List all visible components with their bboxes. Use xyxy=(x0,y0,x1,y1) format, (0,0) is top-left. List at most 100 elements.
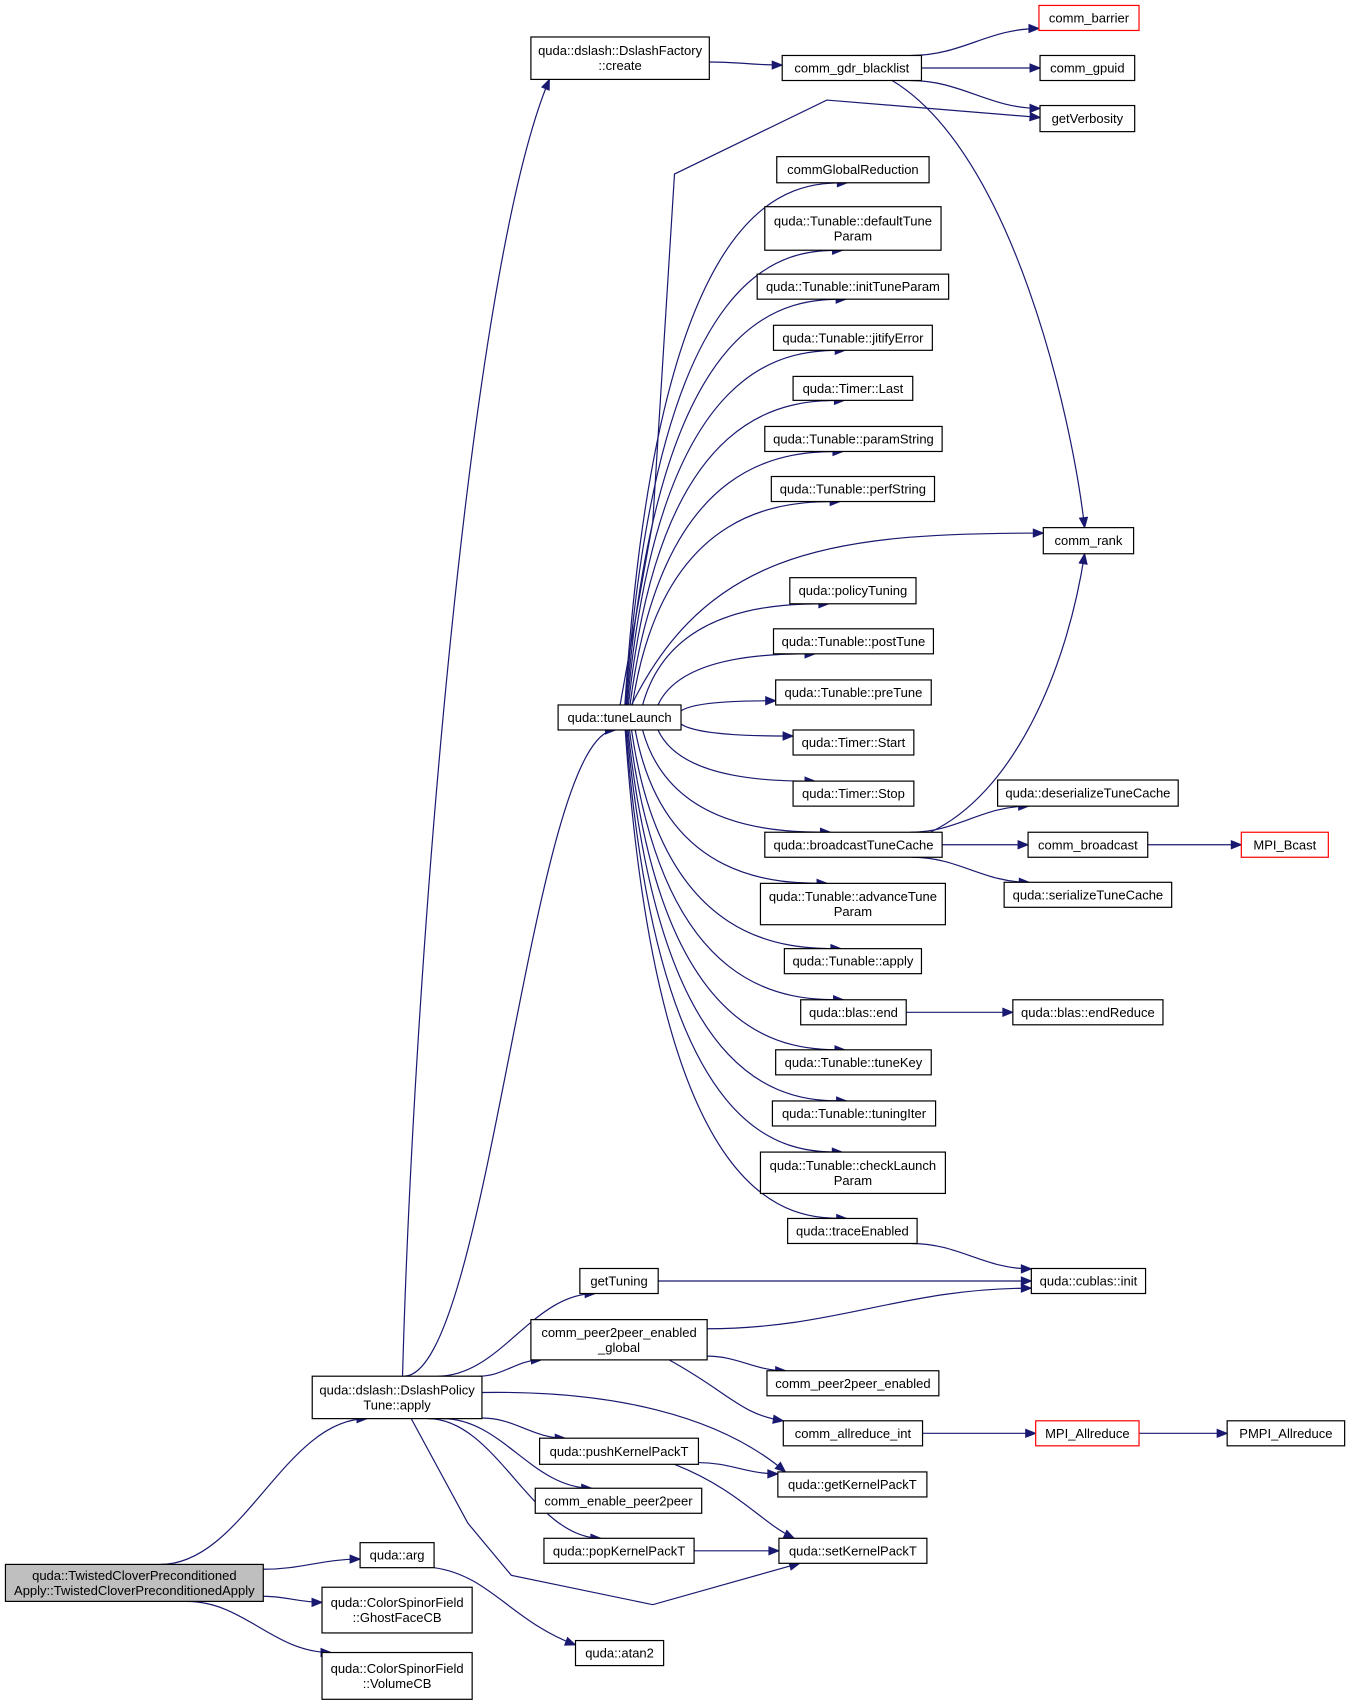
node-paramstring[interactable]: quda::Tunable::paramString xyxy=(764,425,943,453)
edge-tunelaunch-to-timer_start xyxy=(680,723,795,741)
node-comm-barrier[interactable]: comm_barrier xyxy=(1038,4,1140,32)
node-label: comm_gdr_blacklist xyxy=(794,60,909,75)
node-serialize[interactable]: quda::serializeTuneCache xyxy=(1003,881,1173,908)
node-label: quda::pushKernelPackT xyxy=(550,1444,689,1459)
edge-line xyxy=(891,79,1086,528)
node-pushkernel[interactable]: quda::pushKernelPackT xyxy=(538,1437,700,1465)
node-deserialize[interactable]: quda::deserializeTuneCache xyxy=(997,779,1179,807)
edge-line xyxy=(709,61,783,66)
node-getverbosity[interactable]: getVerbosity xyxy=(1039,104,1136,133)
call-nodes: quda::TwistedCloverPreconditionedApply::… xyxy=(4,4,1346,1700)
node-blas-end[interactable]: quda::blas::end xyxy=(800,999,907,1026)
node-perfstring[interactable]: quda::Tunable::perfString xyxy=(770,475,936,503)
node-timer-last[interactable]: quda::Timer::Last xyxy=(792,375,914,401)
node-box xyxy=(1039,104,1136,133)
edge-tunelaunch-to-timer_stop xyxy=(657,729,817,786)
node-label: comm_peer2peer_enabled xyxy=(541,1325,696,1340)
node-label: PMPI_Allreduce xyxy=(1239,1426,1332,1441)
node-label: MPI_Allreduce xyxy=(1045,1426,1130,1441)
edge-line xyxy=(680,700,776,712)
node-tuningiter[interactable]: quda::Tunable::tuningIter xyxy=(771,1100,937,1127)
node-label: Tune::apply xyxy=(363,1397,431,1412)
node-label: quda::Tunable::tuningIter xyxy=(782,1106,927,1121)
node-p2p-global[interactable]: comm_peer2peer_enabled_global xyxy=(530,1319,708,1361)
node-setkernelpack[interactable]: quda::setKernelPackT xyxy=(778,1537,928,1564)
node-box xyxy=(1039,54,1136,82)
node-box xyxy=(1042,527,1135,555)
arrowhead xyxy=(564,1636,577,1646)
node-tunekey[interactable]: quda::Tunable::tuneKey xyxy=(775,1049,932,1076)
node-comm-broadcast[interactable]: comm_broadcast xyxy=(1027,831,1149,858)
node-traceenabled[interactable]: quda::traceEnabled xyxy=(787,1217,918,1245)
node-factory-create[interactable]: quda::dslash::DslashFactory::create xyxy=(530,36,710,81)
node-commglobalreduction[interactable]: commGlobalReduction xyxy=(776,156,930,184)
edge-gettuning-to-cublas_init xyxy=(658,1276,1033,1286)
node-ghostface[interactable]: quda::ColorSpinorField::GhostFaceCB xyxy=(321,1586,473,1634)
node-atan2[interactable]: quda::atan2 xyxy=(574,1639,665,1667)
node-label: quda::atan2 xyxy=(585,1646,654,1661)
edge-root-to-ghostface xyxy=(263,1595,324,1608)
edge-line xyxy=(910,805,1029,833)
node-mpi-allreduce[interactable]: MPI_Allreduce xyxy=(1035,1420,1140,1447)
node-pretune[interactable]: quda::Tunable::preTune xyxy=(775,679,932,706)
node-timer-stop[interactable]: quda::Timer::Stop xyxy=(792,780,915,807)
node-tunelaunch[interactable]: quda::tuneLaunch xyxy=(557,704,682,731)
arrowhead xyxy=(782,1529,796,1539)
node-cublas-init[interactable]: quda::cublas::init xyxy=(1030,1267,1147,1295)
node-tunable-apply[interactable]: quda::Tunable::apply xyxy=(783,948,923,975)
node-box xyxy=(759,882,946,926)
node-mpi-bcast[interactable]: MPI_Bcast xyxy=(1240,831,1329,858)
arrowhead xyxy=(765,696,778,706)
node-broadcast[interactable]: quda::broadcastTuneCache xyxy=(764,831,943,858)
node-label: ::VolumeCB xyxy=(363,1676,432,1691)
node-label: quda::deserializeTuneCache xyxy=(1005,786,1170,801)
edge-popkernel-to-setkernelpack xyxy=(694,1546,781,1556)
node-gdr-blacklist[interactable]: comm_gdr_blacklist xyxy=(781,54,923,82)
node-box xyxy=(1240,831,1329,858)
node-gettuning[interactable]: getTuning xyxy=(579,1267,659,1295)
node-box xyxy=(756,273,950,300)
node-label: quda::tuneLaunch xyxy=(568,710,672,725)
node-enable-p2p[interactable]: comm_enable_peer2peer xyxy=(534,1487,703,1514)
node-label: comm_allreduce_int xyxy=(795,1426,912,1441)
node-label: quda::serializeTuneCache xyxy=(1013,887,1164,902)
edge-line xyxy=(625,298,847,706)
node-volumecb[interactable]: quda::ColorSpinorField::VolumeCB xyxy=(321,1651,473,1700)
node-posttune[interactable]: quda::Tunable::postTune xyxy=(772,628,935,655)
node-box xyxy=(557,704,682,731)
node-comm-rank[interactable]: comm_rank xyxy=(1042,527,1135,555)
node-popkernel[interactable]: quda::popKernelPackT xyxy=(543,1537,695,1564)
node-jitify[interactable]: quda::Tunable::jitifyError xyxy=(772,324,933,351)
node-box xyxy=(800,999,907,1026)
edge-p2p_global-to-allreduce_int xyxy=(668,1359,785,1424)
node-box xyxy=(1027,831,1149,858)
node-policytuning[interactable]: quda::policyTuning xyxy=(789,577,917,605)
node-root[interactable]: quda::TwistedCloverPreconditionedApply::… xyxy=(4,1563,264,1602)
node-endreduce[interactable]: quda::blas::endReduce xyxy=(1012,999,1164,1026)
node-label: quda::Tunable::paramString xyxy=(773,431,934,446)
node-p2p-enabled[interactable]: comm_peer2peer_enabled xyxy=(766,1370,940,1397)
edge-line xyxy=(624,182,848,705)
arrowhead xyxy=(1002,1007,1015,1018)
node-inittune[interactable]: quda::Tunable::initTuneParam xyxy=(756,273,950,300)
node-timer-start[interactable]: quda::Timer::Start xyxy=(792,729,915,756)
edge-traceenabled-to-cublas_init xyxy=(911,1242,1033,1274)
node-getkernelpack[interactable]: quda::getKernelPackT xyxy=(777,1471,928,1498)
node-box xyxy=(787,1217,918,1245)
node-arg[interactable]: quda::arg xyxy=(359,1542,435,1569)
node-label: quda::getKernelPackT xyxy=(788,1477,917,1492)
edge-line xyxy=(929,553,1086,833)
node-comm-gpuid[interactable]: comm_gpuid xyxy=(1039,54,1136,82)
node-label: quda::ColorSpinorField xyxy=(331,1661,464,1676)
node-box xyxy=(772,628,935,655)
edge-tunelaunch-to-getverbosity xyxy=(619,99,1042,706)
edge-line xyxy=(626,729,847,1102)
node-pmpi-allreduce[interactable]: PMPI_Allreduce xyxy=(1226,1420,1346,1447)
node-allreduce-int[interactable]: comm_allreduce_int xyxy=(782,1420,924,1447)
node-label: quda::Tunable::postTune xyxy=(782,634,926,649)
